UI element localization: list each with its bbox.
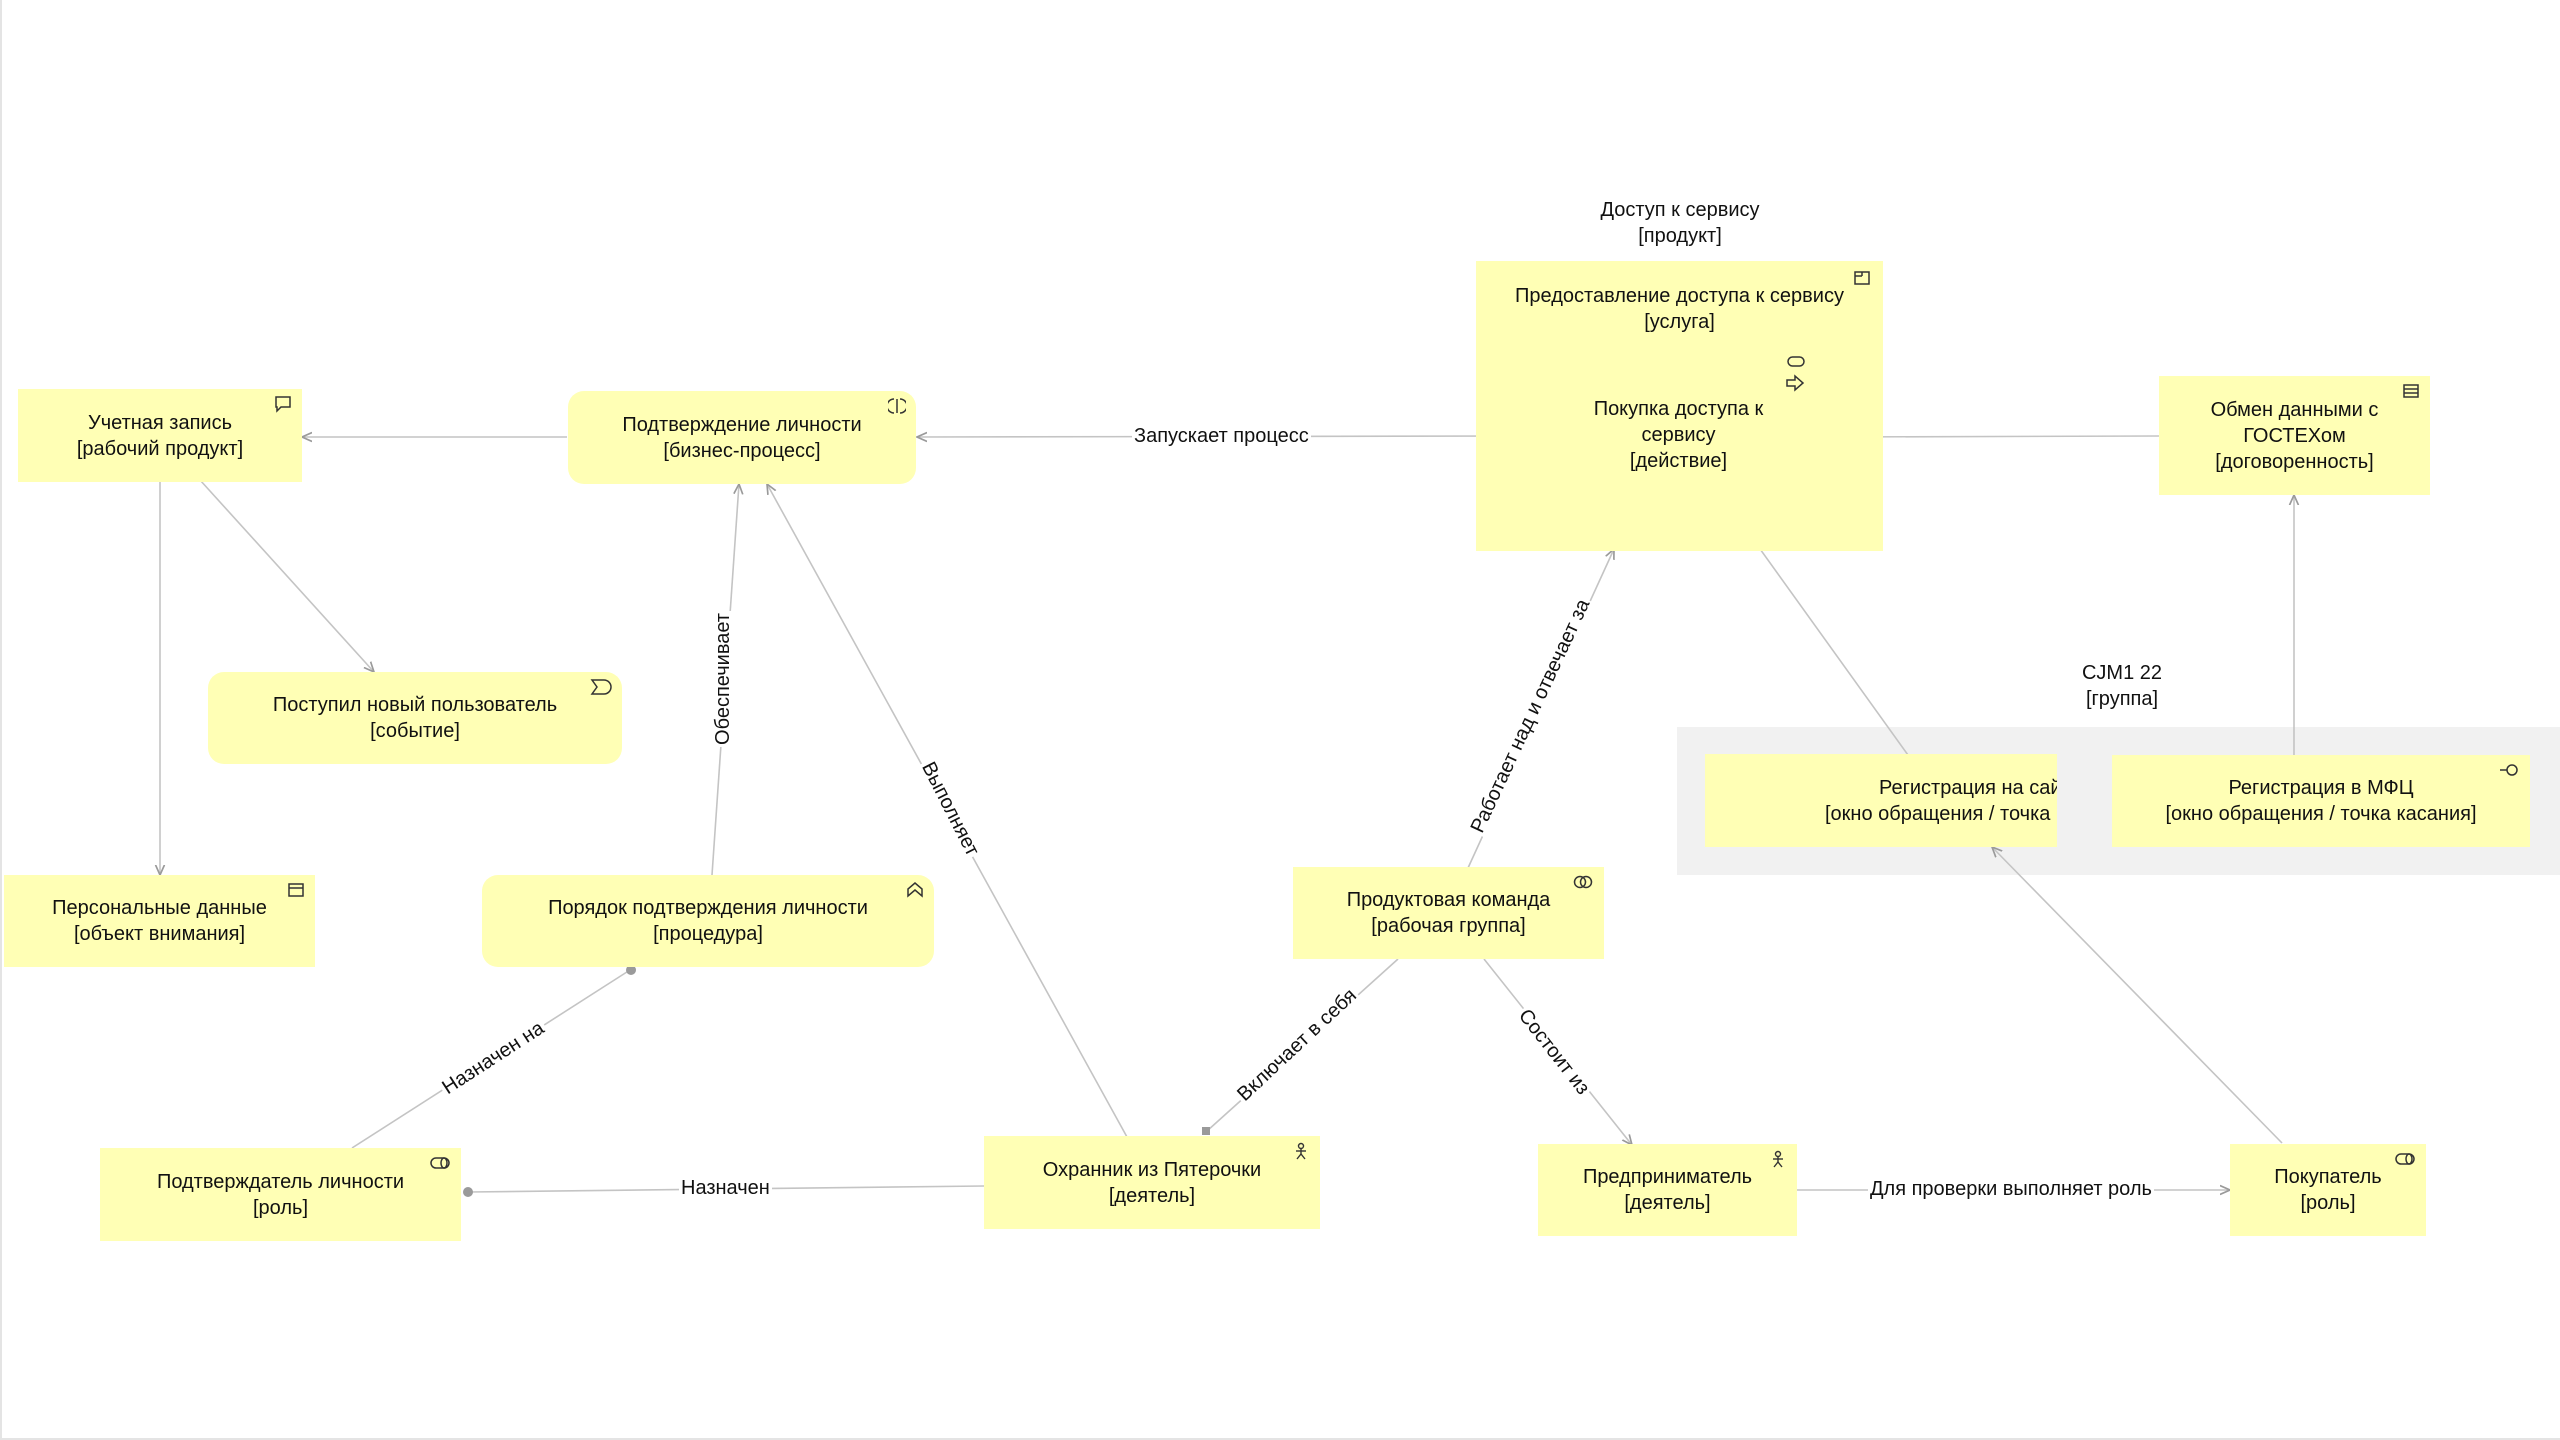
role-icon [429,1154,451,1172]
node-procedure-name: Порядок подтверждения личности [548,897,868,919]
node-gostech-contract-kind: [договоренность] [2215,450,2374,473]
node-entrepreneur-name: Предприниматель [1582,1166,1753,1188]
node-personal-data[interactable]: Персональные данные [объект внимания] [4,875,315,967]
actor-icon [1769,1150,1787,1168]
node-access-service-name: Предоставление доступа к сервису [1515,285,1844,307]
node-purchase-action-name: Покупка доступа к сервису [1593,398,1764,446]
node-procedure-kind: [процедура] [653,923,763,945]
product-label: Доступ к сервису [продукт] [1530,197,1830,249]
procedure-icon [906,881,924,899]
label-works-on: Работает над и отвечает за [1464,593,1597,839]
node-product-team[interactable]: Продуктовая команда [рабочая группа] [1293,867,1604,959]
node-guard-actor-kind: [деятель] [1108,1184,1196,1207]
label-assigned-to: Назначен на [436,1015,551,1101]
node-entrepreneur[interactable]: Предприниматель [деятель] [1538,1144,1797,1236]
action-icon [1785,355,1807,399]
speech-bubble-icon [274,395,292,413]
node-guard-actor-name: Охранник из Пятерочки [1042,1158,1262,1181]
collaboration-icon [1572,873,1594,891]
node-product-team-kind: [рабочая группа] [1371,915,1526,937]
node-new-user-event-name: Поступил новый пользователь [272,694,558,716]
node-site-registration[interactable]: Регистрация на сайте [окно обращения / т… [1705,754,2057,847]
node-account-kind: [рабочий продукт] [76,437,244,460]
node-site-registration-name: Регистрация на сайте [1879,776,2057,799]
contract-icon [2402,382,2420,400]
group-label: CJM1 22 [группа] [2022,660,2222,712]
edge-dot-role [463,1187,473,1197]
node-mfc-registration-kind: [окно обращения / точка касания] [2165,803,2477,825]
label-plays-role: Для проверки выполняет роль [1868,1177,2154,1201]
label-provides: Обеспечивает [710,611,735,747]
node-mfc-registration-name: Регистрация в МФЦ [2228,777,2414,799]
node-account-name: Учетная запись [87,411,232,434]
group-name: CJM1 22 [2081,662,2163,684]
node-buyer-role-kind: [роль] [2300,1192,2356,1214]
process-icon [888,397,906,415]
label-consists-of: Состоит из [1511,1002,1596,1102]
edge-account-to-event [199,479,374,672]
node-gostech-contract[interactable]: Обмен данными с ГОСТЕХом [договоренность… [2159,376,2430,495]
node-new-user-event[interactable]: Поступил новый пользователь [событие] [208,672,622,764]
node-account[interactable]: Учетная запись [рабочий продукт] [18,389,302,482]
node-buyer-role[interactable]: Покупатель [роль] [2230,1144,2426,1236]
edge-square-guard [1202,1127,1210,1135]
label-includes: Включает в себя [1231,982,1364,1108]
group-kind: [группа] [2085,688,2159,710]
service-icon [1853,269,1871,287]
node-identity-process-name: Подтверждение личности [622,413,862,436]
interface-icon [2498,761,2520,779]
node-gostech-contract-name: Обмен данными с ГОСТЕХом [2210,398,2379,447]
label-assigned: Назначен [679,1176,772,1200]
object-icon [287,881,305,899]
node-personal-data-kind: [объект внимания] [73,923,246,945]
edge-buyer-to-site [1992,847,2283,1144]
node-site-registration-kind: [окно обращения / точка касания] [1825,802,2057,825]
node-buyer-role-name: Покупатель [2274,1166,2382,1188]
node-personal-data-name: Персональные данные [52,897,267,919]
node-verifier-role[interactable]: Подтверждатель личности [роль] [100,1148,461,1241]
event-icon [590,678,612,696]
product-kind: [продукт] [1638,225,1722,247]
node-procedure[interactable]: Порядок подтверждения личности [процедур… [482,875,934,967]
role-icon [2394,1150,2416,1168]
node-identity-process-kind: [бизнес-процесс] [663,439,821,462]
node-purchase-action-kind: [действие] [1629,450,1728,472]
node-purchase-action[interactable]: Покупка доступа к сервису [действие] [1530,355,1827,515]
actor-icon [1292,1142,1310,1160]
node-entrepreneur-kind: [деятель] [1624,1192,1711,1214]
node-verifier-role-kind: [роль] [252,1196,308,1219]
product-name: Доступ к сервису [1600,199,1760,221]
node-access-service-kind: [услуга] [1644,311,1715,333]
node-mfc-registration[interactable]: Регистрация в МФЦ [окно обращения / точк… [2112,755,2530,847]
node-verifier-role-name: Подтверждатель личности [156,1170,405,1193]
node-identity-process[interactable]: Подтверждение личности [бизнес-процесс] [568,391,916,484]
label-performs: Выполняет [915,756,986,862]
node-product-team-name: Продуктовая команда [1346,889,1551,911]
node-new-user-event-kind: [событие] [370,720,460,742]
node-guard-actor[interactable]: Охранник из Пятерочки [деятель] [984,1136,1320,1229]
label-launches: Запускает процесс [1132,424,1311,448]
